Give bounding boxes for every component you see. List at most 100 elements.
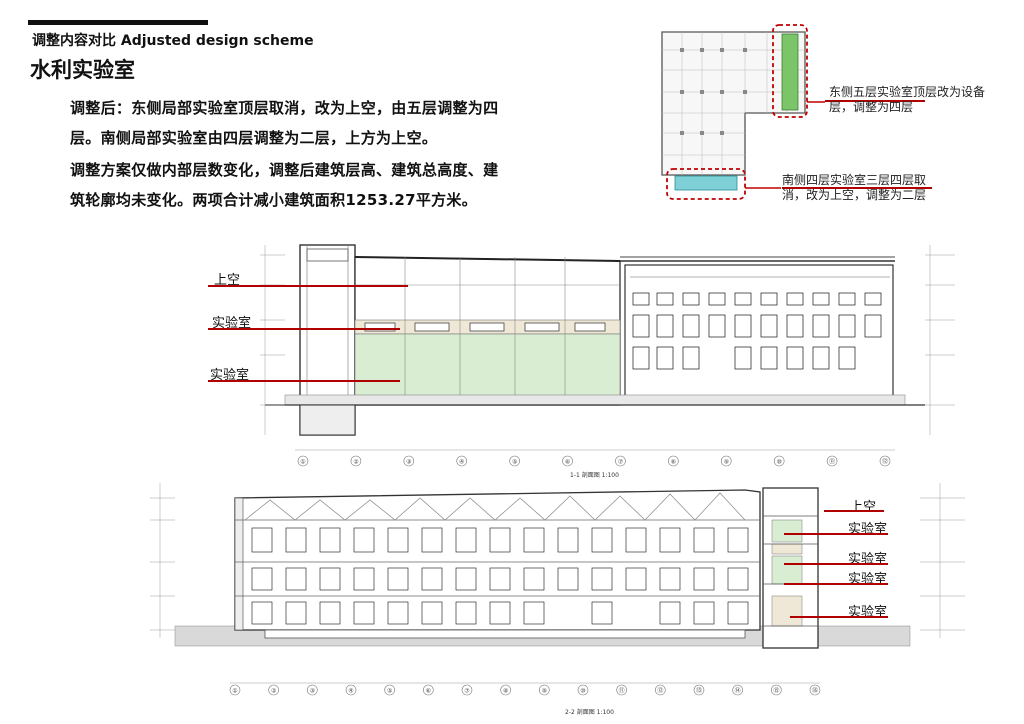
section-b-axis-circle	[345, 684, 357, 696]
section-b-window	[523, 527, 545, 553]
section-b-window	[455, 567, 477, 591]
section-b-leader-void	[824, 510, 884, 512]
section-b-axis-label: ③	[310, 688, 315, 695]
section-b-window	[693, 601, 715, 625]
section-b-axis-label: ②	[271, 688, 277, 695]
section-a-label-lab-1: 实验室	[212, 316, 252, 331]
section-a-axis-circle	[879, 455, 891, 467]
section-a-axis-label: ⑥	[565, 459, 570, 466]
section-b-window	[387, 527, 409, 553]
section-b-window	[625, 567, 647, 591]
section-b-window	[557, 527, 579, 553]
section-b-window	[319, 527, 341, 553]
east-note-leader	[825, 100, 925, 102]
section-b-axis-label: ⑮	[773, 687, 779, 695]
section-a-axis-circle	[562, 455, 573, 467]
section-b-window	[455, 601, 477, 625]
section-b-axis-label: ⑥	[426, 688, 431, 695]
section-a-axis-circle	[668, 455, 679, 467]
section-a-axis-label: ⑨	[724, 459, 729, 466]
section-b-axis-label: ⑨	[542, 688, 547, 695]
section-b-window	[693, 527, 715, 553]
section-b-window	[319, 601, 341, 625]
description-line-4: 筑轮廓均未变化。两项合计减小建筑面积1253.27平方米。	[70, 191, 478, 209]
section-b-axis-circle	[577, 684, 589, 696]
section-b-window	[591, 567, 613, 591]
section-a-axis-label: ⑪	[829, 458, 835, 466]
section-a-axis-circle	[403, 455, 415, 467]
section-b-window	[659, 601, 681, 625]
section-b-axis-circle	[461, 684, 473, 696]
section-b-window	[591, 527, 613, 553]
section-b-leader-lab-3	[784, 583, 888, 585]
section-b-window	[489, 527, 511, 553]
section-b-window	[285, 601, 307, 625]
section-b-axis-circle	[229, 684, 241, 696]
section-b-window	[455, 527, 477, 553]
section-b-leader-lab-2	[784, 563, 888, 565]
section-b-window	[489, 567, 511, 591]
section-b-window	[727, 567, 749, 591]
section-b-window	[285, 527, 307, 553]
section-b-window	[387, 601, 409, 625]
section-b-axis-label: ④	[348, 688, 353, 695]
section-b-axis-circle	[771, 684, 782, 696]
section-b-window	[251, 567, 273, 591]
section-b-window	[523, 567, 545, 591]
section-b-window	[319, 567, 341, 591]
section-b-window	[727, 527, 749, 553]
section-b-axis-circle	[809, 684, 821, 696]
section-a-leader-lab-1	[208, 328, 400, 330]
section-a-axis-circle	[826, 455, 838, 467]
section-b-axis-label: ⑪	[619, 687, 625, 695]
section-b-window	[285, 567, 307, 591]
section-a-label-void: 上空	[214, 273, 241, 288]
section-b-window	[659, 567, 681, 591]
section-a-axis-circle	[720, 455, 732, 467]
section-a-axis-label: ⑧	[671, 459, 676, 466]
section-b-label-void: 上空	[850, 500, 877, 515]
section-a-axis-label: ⑫	[882, 458, 888, 466]
page-subtitle: 调整内容对比 Adjusted design scheme	[32, 33, 314, 49]
section-b-axis-label: ①	[232, 688, 237, 695]
section-a-axis-label: ②	[353, 459, 359, 466]
section-a-caption: 1-1 剖面图 1:100	[570, 471, 619, 479]
section-a-axis-label: ⑩	[776, 459, 781, 466]
section-b-axis-circle	[423, 684, 434, 696]
east-change-note: 东侧五层实验室顶层改为设备层，调整为四层	[829, 85, 986, 114]
section-b-axis-label: ⑫	[657, 687, 663, 695]
section-b-axis-circle	[500, 684, 511, 696]
section-a-axis-label: ⑦	[618, 459, 624, 466]
section-b-leader-lab-1	[784, 533, 888, 535]
section-a-axis-circle	[509, 455, 520, 467]
description-line-1: 调整后：东侧局部实验室顶层取消，改为上空，由五层调整为四	[70, 99, 499, 117]
section-a-axis-circle	[456, 455, 468, 467]
section-b-axis-label: ⑩	[580, 688, 585, 695]
section-b-window	[353, 567, 375, 591]
section-b-window	[251, 601, 273, 625]
section-b-window	[387, 567, 409, 591]
section-b-caption: 2-2 剖面图 1:100	[565, 708, 614, 716]
section-b-window	[489, 601, 511, 625]
section-b-window	[421, 527, 443, 553]
section-b-axis-circle	[268, 684, 279, 696]
section-b-axis-label: ⑤	[387, 688, 392, 695]
section-b-leader-lab-4	[790, 616, 888, 618]
section-b-axis-circle	[539, 684, 550, 696]
section-a-axis-circle	[773, 455, 785, 467]
page-title: 水利实验室	[30, 58, 135, 82]
section-b-window	[727, 601, 749, 625]
section-b-axis-label: ⑬	[696, 687, 702, 695]
section-b-window	[659, 527, 681, 553]
section-b-window	[557, 567, 579, 591]
section-b-window	[693, 567, 715, 591]
section-b-axis-label: ⑯	[812, 687, 818, 695]
section-b-axis-circle	[384, 684, 395, 696]
section-a-leader-lab-2	[208, 380, 400, 382]
section-a-axis-circle	[615, 455, 626, 467]
section-b-axis-circle	[693, 684, 705, 696]
section-b-axis-label: ⑦	[464, 688, 470, 695]
